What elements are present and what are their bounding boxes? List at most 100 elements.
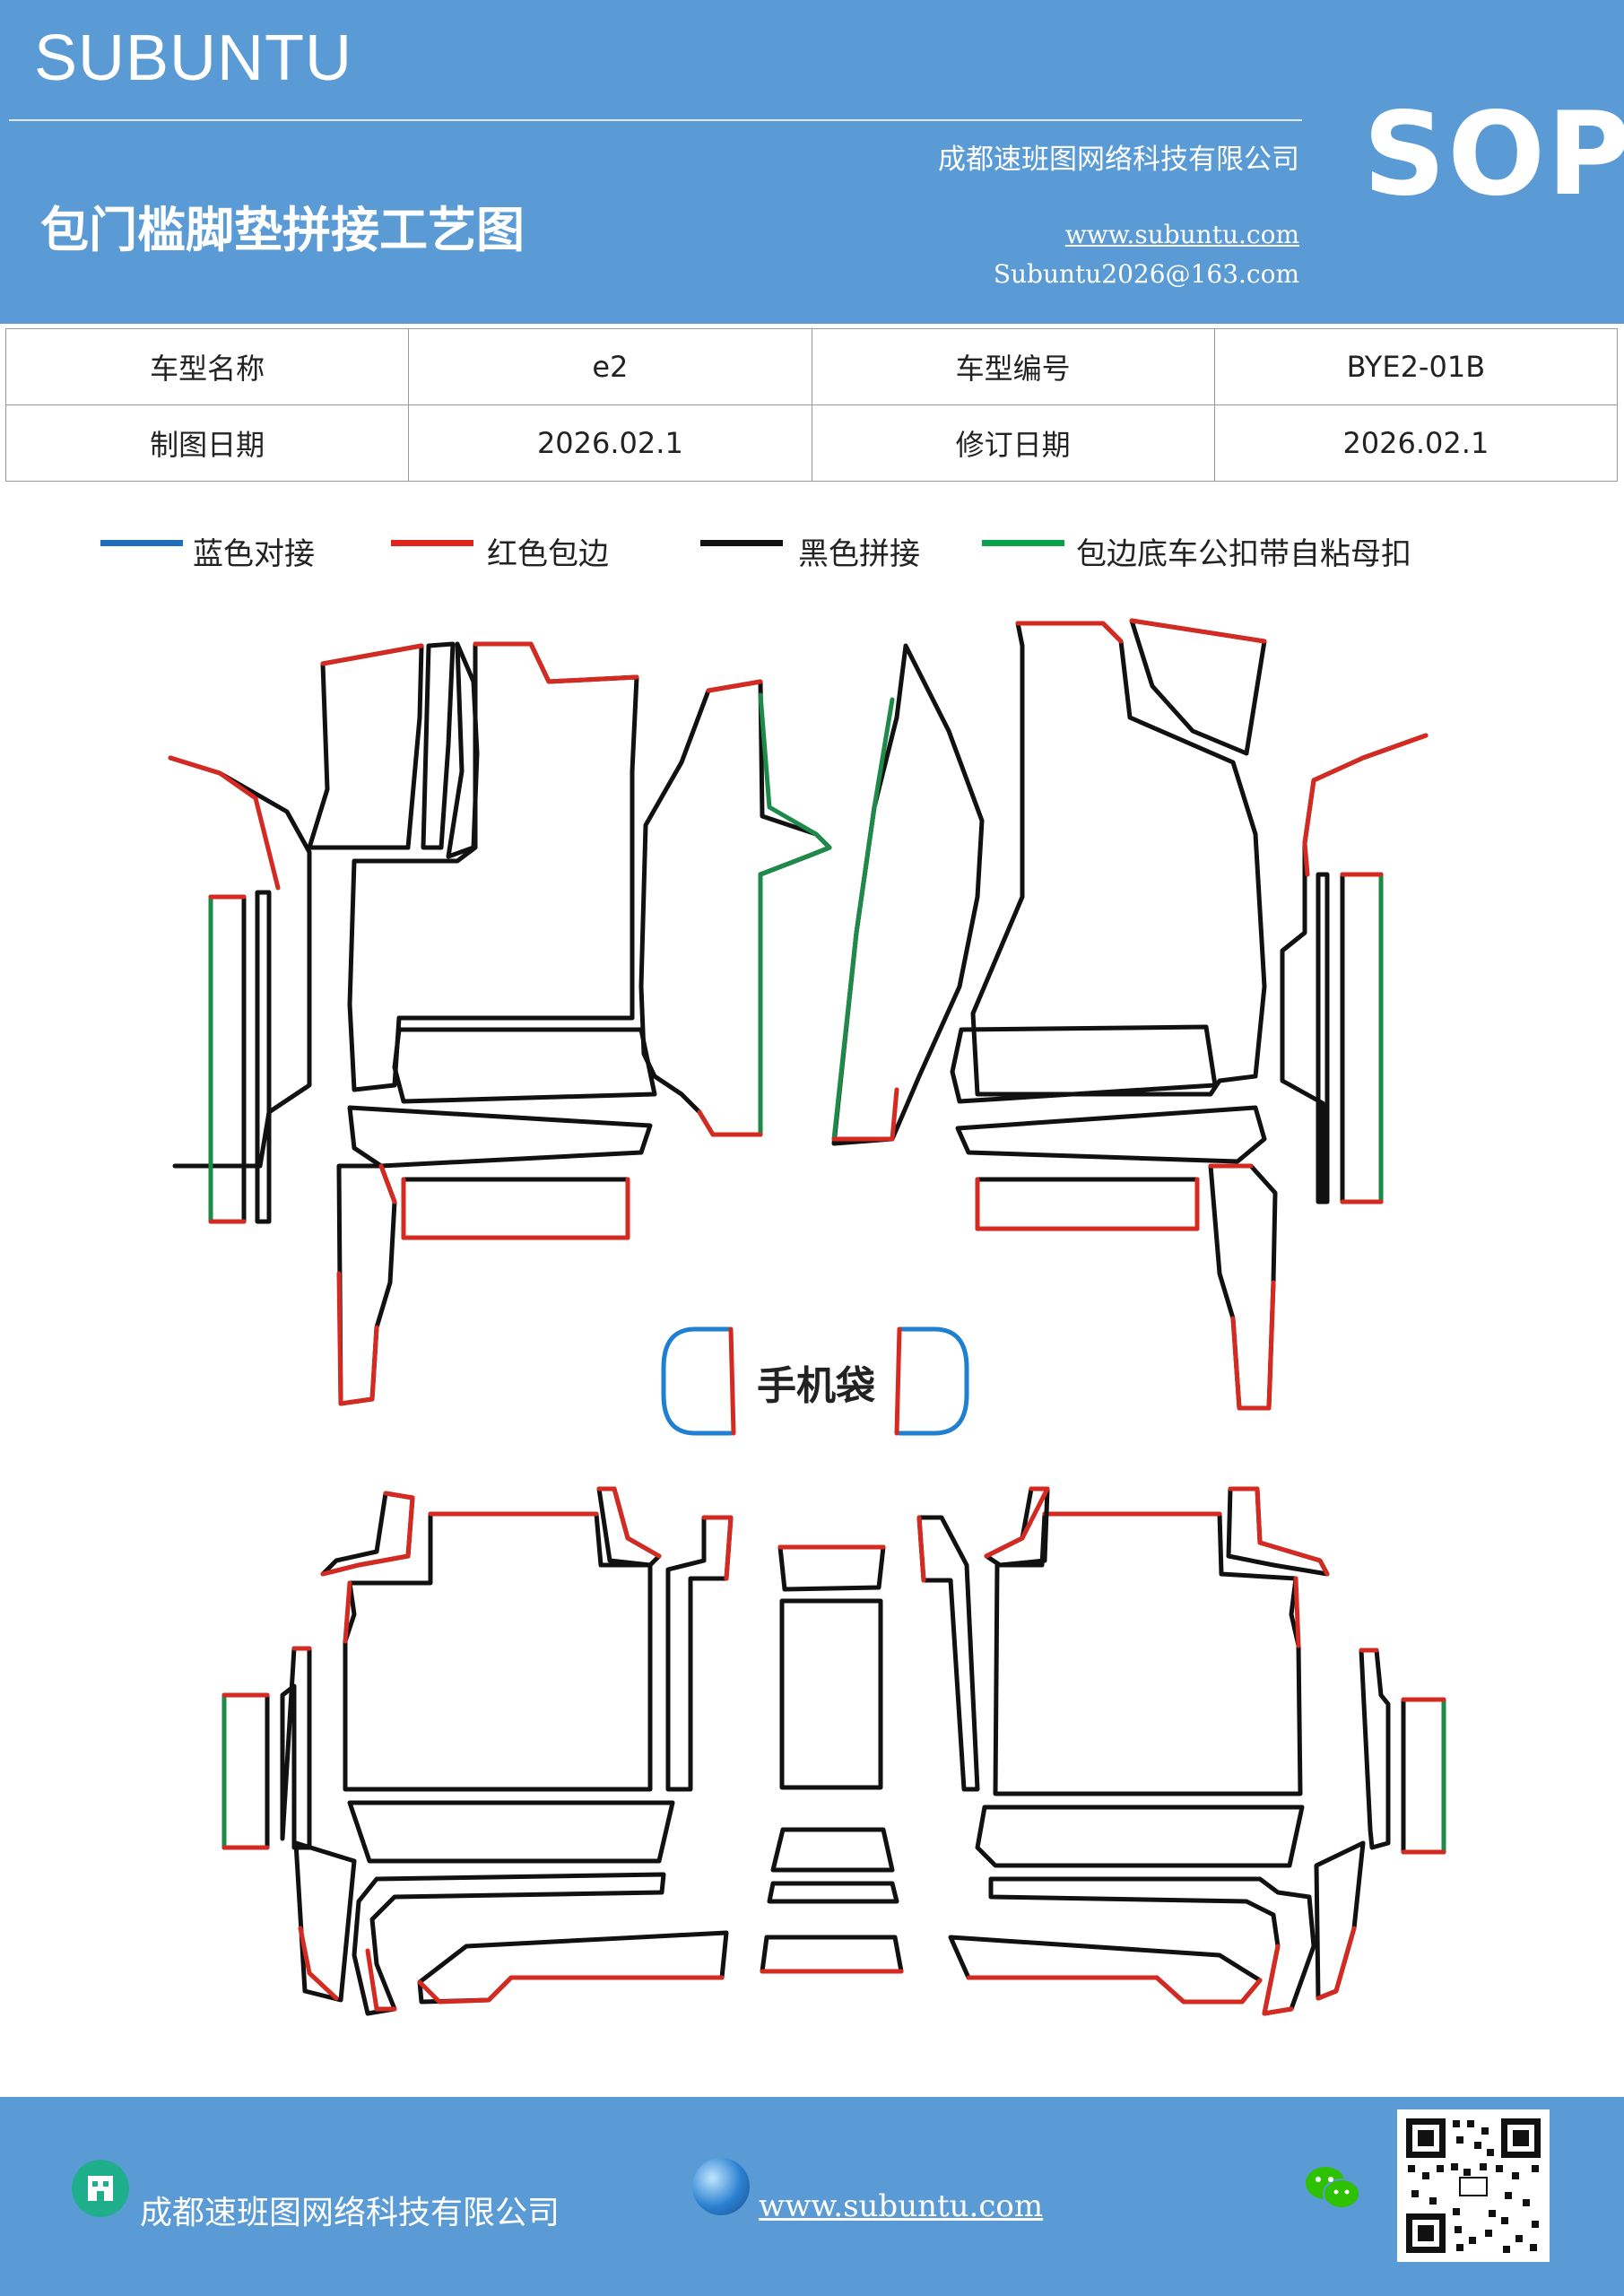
mat-piece-red-edge <box>1401 1697 1446 1855</box>
phone-bag-right-blue <box>897 1326 969 1436</box>
label-revise-date: 修订日期 <box>811 404 1215 482</box>
mat-piece <box>665 1515 734 1792</box>
value-revise-date: 2026.02.1 <box>1213 404 1619 482</box>
building-icon <box>72 2160 129 2217</box>
table-row: 制图日期 2026.02.1 修订日期 2026.02.1 <box>4 404 1619 482</box>
mat-piece-red-edge <box>1208 1163 1276 1411</box>
footer-website-link[interactable]: www.subuntu.com <box>759 2188 1044 2224</box>
mat-piece <box>760 1935 904 1974</box>
mat-piece-red-edge <box>1042 1511 1301 1648</box>
qr-code-glyph <box>1406 2118 1541 2253</box>
mat-piece-red-edge <box>417 1975 725 2005</box>
mat-piece <box>336 1163 397 1406</box>
mat-piece <box>1129 618 1267 756</box>
mat-piece <box>1226 1486 1330 1577</box>
mat-piece-red-edge <box>343 1511 599 1644</box>
mat-piece-red-edge <box>365 1948 397 2012</box>
mat-piece <box>168 755 312 1169</box>
mat-piece-red-edge <box>320 1491 415 1577</box>
mat-piece-red-edge <box>221 1692 270 1850</box>
page-title: 包门槛脚垫拼接工艺图 <box>40 202 525 258</box>
mat-piece-red-edge <box>168 755 281 891</box>
mat-piece <box>767 1881 899 1904</box>
mat-piece <box>347 1800 675 1864</box>
mat-piece <box>975 1805 1305 1868</box>
mat-piece-red-edge <box>1228 1486 1330 1577</box>
mat-piece <box>596 1486 662 1568</box>
label-model-name: 车型名称 <box>4 328 410 405</box>
mat-piece-red-edge <box>1015 621 1124 644</box>
legend-swatch-black <box>700 540 783 546</box>
mat-splice-diagram: 手机袋 <box>168 618 1446 2016</box>
mat-piece <box>1340 872 1384 1205</box>
mat-piece <box>916 1515 980 1792</box>
mat-piece-red-edge <box>1302 733 1429 877</box>
sop-badge: SOP <box>1363 88 1624 222</box>
mat-piece <box>347 641 639 1092</box>
legend-label-green: 包边底车公扣带自粘母扣 <box>1076 536 1411 572</box>
mat-piece <box>955 1105 1267 1164</box>
mat-piece <box>352 1872 666 2016</box>
phone-bag-label: 手机袋 <box>757 1363 875 1409</box>
footer-company: 成都速班图网络科技有限公司 <box>140 2195 560 2231</box>
mat-piece <box>221 1692 270 1850</box>
mat-piece <box>777 1544 886 1592</box>
mat-piece <box>831 643 985 1146</box>
mat-piece <box>950 1024 1218 1104</box>
mat-piece <box>401 1177 630 1240</box>
mat-piece <box>1208 1163 1278 1411</box>
mat-piece <box>307 643 424 850</box>
phone-bag-left-red <box>728 1326 736 1436</box>
mat-piece-red-edge <box>320 641 639 684</box>
mat-piece-red-edge <box>208 894 247 1224</box>
mat-piece-green-edge <box>831 697 895 1142</box>
mat-piece <box>993 1511 1303 1796</box>
mat-piece <box>343 1511 653 1792</box>
mat-piece <box>1316 872 1330 1205</box>
mat-piece <box>988 1876 1316 2016</box>
header-email[interactable]: Subuntu2026@163.com <box>993 259 1299 289</box>
mat-piece <box>255 890 272 1224</box>
wechat-icon[interactable] <box>1300 2160 1365 2215</box>
wechat-icon-glyph <box>1306 2167 1360 2209</box>
front-left-pieces <box>168 641 832 1406</box>
center-console-pieces <box>760 1544 904 1974</box>
mat-piece-red-edge <box>701 1515 734 1581</box>
legend-label-red: 红色包边 <box>487 536 609 572</box>
legend-swatch-blue <box>100 540 183 546</box>
mat-piece-red-edge <box>1129 618 1267 644</box>
qr-code[interactable] <box>1397 2109 1550 2262</box>
mat-piece <box>770 1827 895 1873</box>
mat-piece-red-edge <box>1262 1944 1294 2016</box>
phone-bag-left-blue <box>661 1326 734 1436</box>
brand-name: SUBUNTU <box>34 22 353 94</box>
mat-piece <box>293 1840 357 2003</box>
mat-piece-green-edge <box>758 692 832 1137</box>
legend-label-blue: 蓝色对接 <box>193 536 315 572</box>
legend-label-black: 黑色拼接 <box>798 536 920 572</box>
header-divider <box>9 119 1302 121</box>
value-draw-date: 2026.02.1 <box>408 404 812 482</box>
label-draw-date: 制图日期 <box>4 404 410 482</box>
globe-icon <box>692 2158 750 2215</box>
value-model-code: BYE2-01B <box>1213 328 1619 405</box>
legend-swatch-green <box>982 540 1064 546</box>
mat-piece <box>779 1598 883 1790</box>
value-model-name: e2 <box>408 328 812 405</box>
mat-piece <box>970 621 1267 1097</box>
mat-piece <box>975 1177 1200 1231</box>
rear-right-pieces <box>916 1486 1446 2016</box>
mat-piece-red-edge <box>966 1975 1263 2005</box>
mat-piece-red-edge <box>596 1486 662 1559</box>
mat-piece <box>948 1935 1263 2005</box>
building-icon-glyph <box>88 2176 113 2201</box>
front-right-pieces <box>831 618 1429 1411</box>
mat-piece <box>1359 1648 1391 1850</box>
header-website-link[interactable]: www.subuntu.com <box>1064 220 1299 249</box>
mat-piece <box>280 1646 312 1850</box>
mat-piece-red-edge <box>831 1087 899 1142</box>
header-company: 成都速班图网络科技有限公司 <box>938 144 1299 176</box>
mat-piece <box>392 1027 657 1104</box>
table-row: 车型名称 e2 车型编号 BYE2-01B <box>4 328 1619 405</box>
mat-piece-red-edge <box>401 1177 630 1240</box>
